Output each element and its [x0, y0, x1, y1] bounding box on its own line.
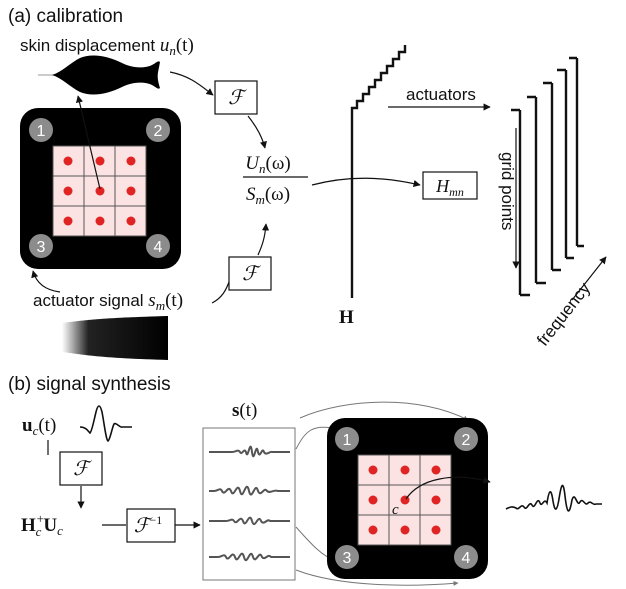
uc-label: uc(t) — [22, 415, 56, 438]
st-label: s(t) — [232, 400, 257, 421]
output-waveform — [505, 484, 602, 512]
arrow-fourier-bottom-to-ratio — [257, 223, 270, 256]
uc-pulse-waveform — [79, 405, 132, 442]
svg-text:1: 1 — [343, 432, 352, 449]
arrow-fourier-to-ratio — [247, 115, 267, 149]
arrow-signal-to-fourier — [211, 281, 230, 304]
svg-text:ℱ: ℱ — [73, 458, 92, 480]
svg-text:2: 2 — [154, 123, 163, 140]
svg-text:Un(ω): Un(ω) — [245, 153, 290, 176]
signal-trace-1 — [209, 445, 290, 458]
corner-actuator-b-2: 2 — [454, 427, 478, 451]
signal-trace-2 — [209, 485, 290, 496]
grid-dots-b — [368, 465, 441, 535]
corner-actuator-1: 1 — [29, 118, 53, 142]
svg-text:ℱ−1: ℱ−1 — [134, 513, 163, 537]
grid-dots — [63, 156, 136, 226]
actuators-label: actuators — [406, 85, 476, 104]
arrow-ratio-to-hmn — [311, 177, 421, 188]
frequency-label: frequency — [533, 279, 594, 350]
panel-a-title: (a) calibration — [8, 6, 123, 27]
svg-text:1: 1 — [37, 123, 46, 140]
svg-text:3: 3 — [37, 239, 46, 256]
h-mn-box: Hmn — [422, 171, 478, 200]
inverse-fourier-box: ℱ−1 — [126, 508, 176, 543]
frequency-arrow — [571, 256, 607, 301]
svg-text:2: 2 — [462, 432, 471, 449]
corner-actuator-b-3: 3 — [335, 545, 359, 569]
grid-points-label: grid points — [498, 152, 517, 230]
corner-actuator-b-1: 1 — [335, 427, 359, 451]
transfer-ratio: Un(ω) Sm(ω) — [243, 153, 308, 207]
corner-actuator-3: 3 — [29, 234, 53, 258]
corner-actuator-b-4: 4 — [454, 545, 478, 569]
arrow-dot-to-skin — [75, 95, 101, 190]
fourier-box-top: ℱ — [214, 80, 258, 115]
arrow-skin-to-fourier — [169, 71, 214, 96]
arrow-signal-to-device — [31, 270, 61, 293]
svg-text:ℱ: ℱ — [228, 87, 247, 109]
matrix-h-label: H — [339, 307, 354, 328]
transfer-matrix-h — [350, 45, 584, 298]
svg-text:Sm(ω): Sm(ω) — [246, 184, 290, 207]
route-arrow-2 — [299, 401, 469, 421]
device-synthesis: c 1 2 3 4 — [327, 418, 488, 579]
actuator-signal-label: actuator signal sm(t) — [33, 290, 183, 313]
panel-b-title: (b) signal synthesis — [8, 374, 171, 395]
actuator-chirp-waveform — [62, 316, 168, 360]
arrow-center-to-output — [405, 476, 491, 500]
corner-actuator-4: 4 — [146, 234, 170, 258]
skin-displacement-waveform — [38, 55, 160, 95]
svg-text:4: 4 — [462, 550, 471, 567]
svg-text:3: 3 — [343, 550, 352, 567]
skin-displacement-label: skin displacement un(t) — [20, 35, 194, 58]
signal-box — [202, 427, 296, 581]
signal-trace-4 — [209, 552, 290, 562]
corner-actuator-2: 2 — [146, 118, 170, 142]
signal-trace-3 — [209, 516, 290, 526]
svg-text:ℱ: ℱ — [242, 263, 261, 285]
fourier-box-synthesis: ℱ — [59, 451, 103, 486]
device-calibration: 1 2 3 4 — [20, 108, 181, 269]
svg-text:Hmn: Hmn — [435, 176, 464, 199]
center-point-label: c — [392, 502, 399, 518]
fourier-box-bottom: ℱ — [228, 256, 272, 291]
svg-text:4: 4 — [154, 239, 163, 256]
route-arrow-4 — [295, 569, 459, 586]
